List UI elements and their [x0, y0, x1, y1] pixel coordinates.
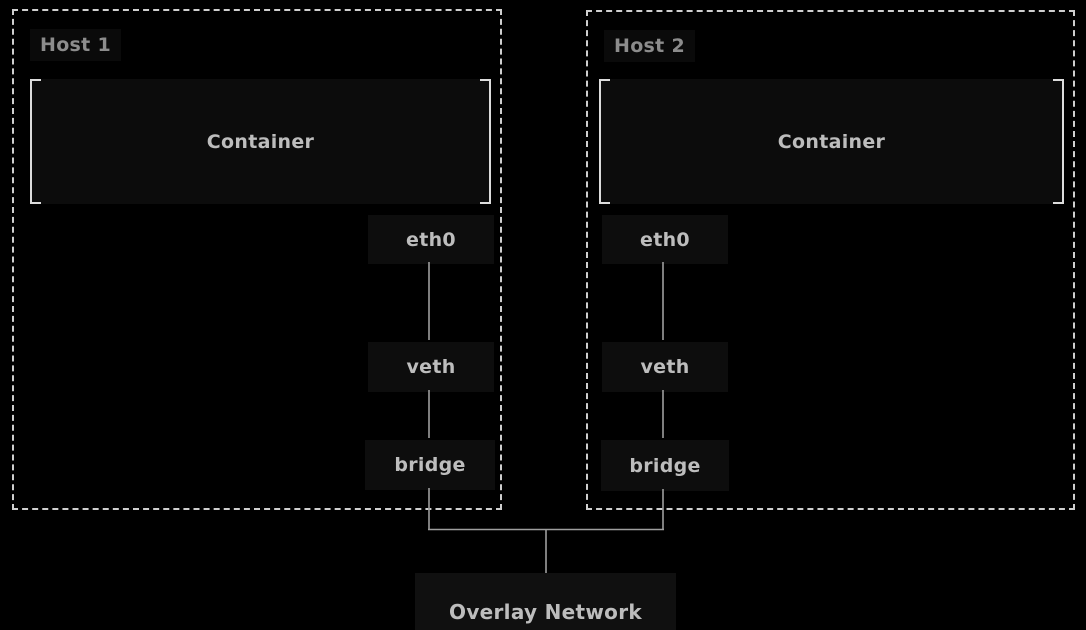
host-2-veth-label: veth	[640, 356, 690, 378]
bracket-right-icon	[480, 79, 491, 204]
host-2-node-eth0: eth0	[602, 215, 728, 264]
bracket-right-icon	[1053, 79, 1064, 204]
overlay-network-label: Overlay Network	[449, 599, 642, 624]
host-1-container-box: Container	[30, 79, 491, 204]
host-2-label: Host 2	[604, 30, 695, 62]
host-2-node-veth: veth	[602, 342, 728, 392]
host-2-node-bridge: bridge	[601, 440, 729, 491]
host-1-label: Host 1	[30, 29, 121, 61]
host-1-veth-label: veth	[406, 356, 456, 378]
host-1-node-eth0: eth0	[368, 215, 494, 264]
host-1-node-bridge: bridge	[365, 440, 495, 490]
host-2-box: Host 2 Container eth0 veth bridge	[586, 10, 1075, 510]
host-2-container-box: Container	[599, 79, 1064, 204]
host-1-eth0-label: eth0	[406, 228, 456, 251]
host-2-container-label: Container	[777, 130, 886, 153]
host-2-eth0-label: eth0	[640, 228, 690, 251]
host-2-bridge-label: bridge	[629, 454, 701, 477]
bracket-left-icon	[599, 79, 610, 204]
host-1-container-label: Container	[206, 130, 315, 153]
overlay-network-box: Overlay Network	[415, 573, 676, 630]
bracket-left-icon	[30, 79, 41, 204]
host-1-box: Host 1 Container eth0 veth bridge	[12, 9, 502, 510]
host-1-node-veth: veth	[368, 342, 494, 392]
host-1-bridge-label: bridge	[394, 454, 466, 476]
